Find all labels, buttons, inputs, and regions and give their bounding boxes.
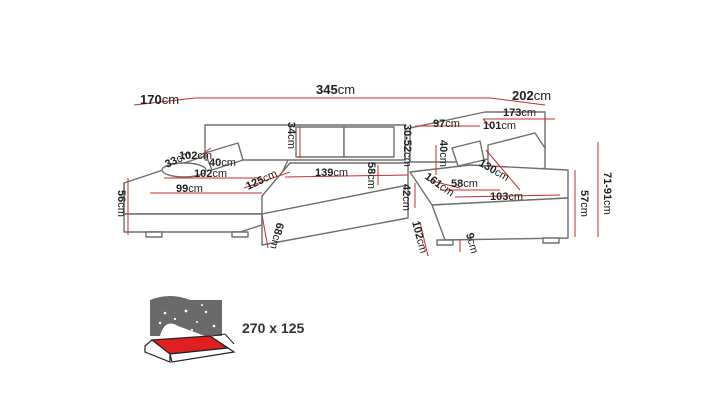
leg-2 <box>231 231 249 238</box>
dim-seat-height: 42cm <box>400 184 412 211</box>
dim-left-chaise-width: 102cm <box>179 150 212 162</box>
bed-base <box>144 339 171 363</box>
headrest-middle <box>343 126 395 158</box>
dim-right-inner-depth: 173cm <box>503 107 536 119</box>
dim-pillow-right-width: 40cm <box>437 140 449 167</box>
right-front <box>431 197 569 241</box>
left-chaise-front <box>123 182 263 233</box>
dim-overall-width: 345cm <box>316 82 355 97</box>
dim-right-back-width: 97cm <box>433 118 460 130</box>
dim-back-height: 57cm <box>578 190 590 217</box>
sofa-outline <box>123 111 569 246</box>
pillow-right <box>451 140 485 167</box>
pillow-left <box>204 142 244 171</box>
dim-center-seat: 139cm <box>315 167 348 179</box>
dim-center-depth: 58cm <box>365 162 377 189</box>
dim-right-front-depth: 102cm <box>409 220 429 255</box>
leg-3 <box>436 239 454 246</box>
dim-pillow-left-width: 40cm <box>209 157 236 169</box>
dim-overall-height: 71-91cm <box>601 172 613 215</box>
dim-headrest-height: 30-52cm <box>401 124 413 167</box>
dim-left-depth: 170cm <box>140 92 179 107</box>
dim-left-arm-depth: 33cm <box>163 148 192 170</box>
dim-left-front-depth: 68cm <box>267 221 286 250</box>
dim-right-seat-depth: 58cm <box>451 178 478 190</box>
dim-left-seat-width: 102cm <box>194 168 227 180</box>
dim-back-cushion-height: 34cm <box>285 122 297 149</box>
headrest-left <box>295 126 345 158</box>
leg-4 <box>542 237 560 244</box>
dimension-lines <box>127 97 599 257</box>
dim-left-height: 56cm <box>115 190 127 217</box>
dim-leg-height: 9cm <box>463 232 480 255</box>
bed-size-label: 270 x 125 <box>242 320 304 336</box>
center-front <box>261 184 409 246</box>
arm-bolster-left <box>161 162 207 178</box>
dim-right-depth: 202cm <box>512 88 551 103</box>
dim-right-seat-front: 103cm <box>490 191 523 203</box>
dim-armrest-width: 101cm <box>483 120 516 132</box>
leg-1 <box>145 231 163 238</box>
bed-icon <box>144 296 236 363</box>
dim-left-seat-front: 99cm <box>176 183 203 195</box>
